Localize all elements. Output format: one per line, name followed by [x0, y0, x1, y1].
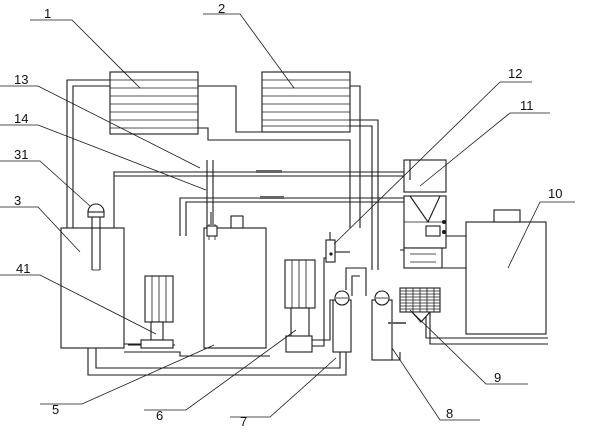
label-1: 1 [44, 6, 51, 21]
valve-12 [325, 239, 350, 263]
label-31: 31 [14, 147, 28, 162]
pipe-tags [210, 170, 406, 324]
label-3: 3 [14, 193, 21, 208]
burner-11 [403, 159, 447, 269]
label-5: 5 [52, 402, 59, 417]
label-10: 10 [548, 186, 562, 201]
label-41: 41 [16, 261, 30, 276]
pump-6 [284, 259, 316, 353]
heat-exchanger-9 [399, 287, 441, 323]
tank-5 [203, 215, 267, 349]
label-7: 7 [240, 414, 247, 429]
label-12: 12 [508, 66, 522, 81]
leader-lines [0, 13, 575, 421]
label-6: 6 [156, 408, 163, 423]
pump-7 [332, 290, 352, 353]
float-valve-31 [87, 203, 105, 271]
pump-8 [371, 290, 393, 361]
label-8: 8 [446, 406, 453, 421]
label-9: 9 [494, 370, 501, 385]
label-11: 11 [520, 98, 534, 113]
heater-41 [124, 275, 174, 349]
label-2: 2 [218, 1, 225, 16]
reference-numerals: 1 2 13 14 31 3 41 5 6 7 8 9 12 11 10 [14, 1, 562, 429]
radiator-1 [109, 71, 199, 135]
radiator-2 [261, 71, 351, 133]
label-14: 14 [14, 111, 28, 126]
label-13: 13 [14, 72, 28, 87]
tank-10 [465, 209, 547, 335]
